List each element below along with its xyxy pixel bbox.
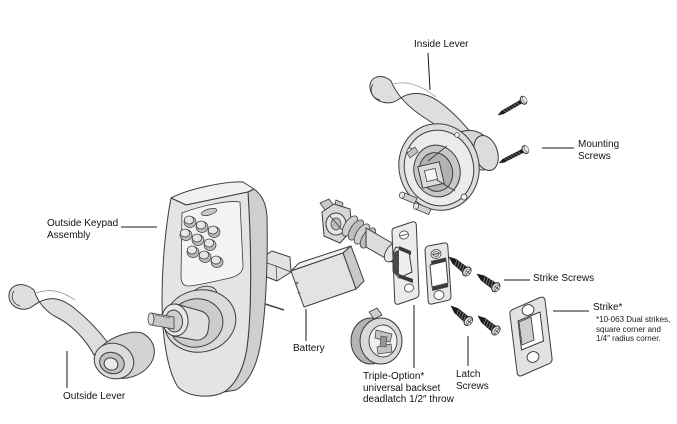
battery-drawing [290,245,365,308]
latch-faceplate-drawing [424,242,452,305]
leader-lines [66,52,589,388]
label-strike: Strike* [593,302,623,313]
strike-screw [473,269,503,295]
label-outside-keypad-assembly: Outside Keypad Assembly [47,218,119,241]
drive-in-collar-drawing [350,307,403,365]
latch-screw [474,311,503,338]
label-outside-lever: Outside Lever [63,391,126,402]
leader-inside-lever [427,52,431,91]
mounting-screw [495,94,530,120]
label-triple-option-deadlatch: Triple-Option* universal backset deadlat… [363,371,454,405]
deadlatch-drawing [319,198,420,305]
label-inside-lever: Inside Lever [414,39,469,50]
label-strike-note: *10-063 Dual strikes, square corner and … [596,315,671,344]
label-battery: Battery [293,343,325,354]
label-latch-screws: Latch Screws [456,369,489,392]
inside-lever-drawing [369,76,499,215]
label-strike-screws: Strike Screws [533,273,595,284]
outside-lever-drawing [8,284,155,380]
outside-keypad-assembly-drawing [147,181,292,397]
strike-plate-drawing [509,296,553,377]
mounting-screw [496,143,531,168]
label-mounting-screws: Mounting Screws [578,139,620,162]
latch-screw [447,301,476,328]
